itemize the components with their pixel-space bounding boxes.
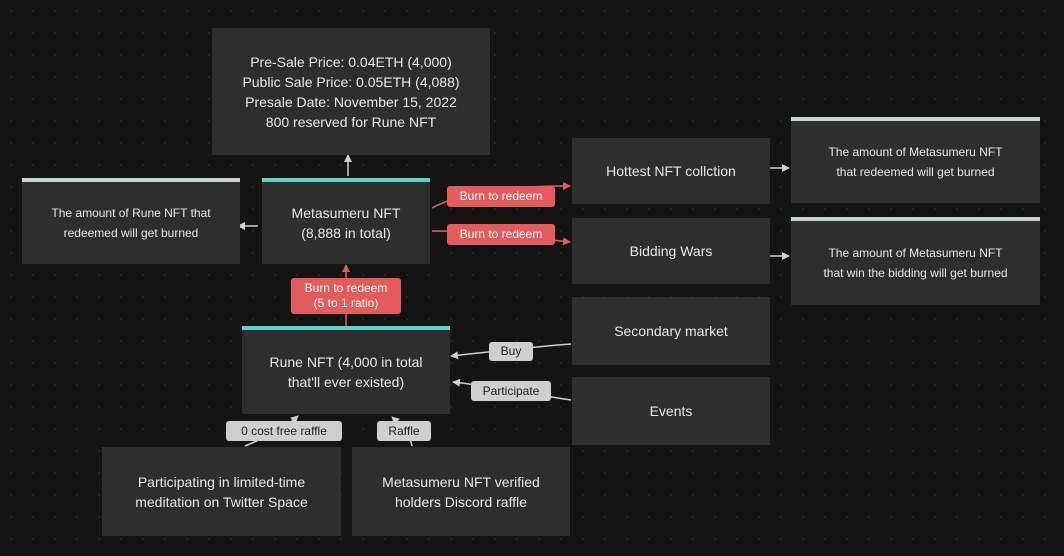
rune-burn-note: The amount of Rune NFT that redeemed wil… bbox=[22, 178, 240, 264]
metasumeru-burn-note-bidding: The amount of Metasumeru NFT that win th… bbox=[791, 217, 1040, 305]
discord-raffle-node: Metasumeru NFT verified holders Discord … bbox=[352, 447, 570, 536]
edge-label-raffle: Raffle bbox=[377, 421, 431, 441]
metasumeru-nft-node: Metasumeru NFT (8,888 in total) bbox=[262, 178, 430, 264]
events-node: Events bbox=[572, 377, 770, 445]
edge-label-buy: Buy bbox=[489, 342, 533, 361]
metasumeru-burn-note-hottest: The amount of Metasumeru NFT that redeem… bbox=[791, 117, 1040, 203]
edge-label-burn-ratio: Burn to redeem (5 to 1 ratio) bbox=[291, 278, 401, 314]
edge-label-participate: Participate bbox=[471, 381, 551, 401]
edge-label-free-raffle: 0 cost free raffle bbox=[226, 421, 342, 441]
sale-info-box: Pre-Sale Price: 0.04ETH (4,000) Public S… bbox=[212, 28, 490, 155]
hottest-collection-node: Hottest NFT collction bbox=[572, 138, 770, 204]
edge-label-burn-bidding: Burn to redeem bbox=[447, 224, 555, 245]
rune-nft-node: Rune NFT (4,000 in total that'll ever ex… bbox=[242, 326, 450, 414]
bidding-wars-node: Bidding Wars bbox=[572, 218, 770, 284]
secondary-market-node: Secondary market bbox=[572, 297, 770, 365]
edge-label-burn-hottest: Burn to redeem bbox=[447, 186, 555, 207]
twitter-meditation-node: Participating in limited-time meditation… bbox=[102, 447, 341, 536]
